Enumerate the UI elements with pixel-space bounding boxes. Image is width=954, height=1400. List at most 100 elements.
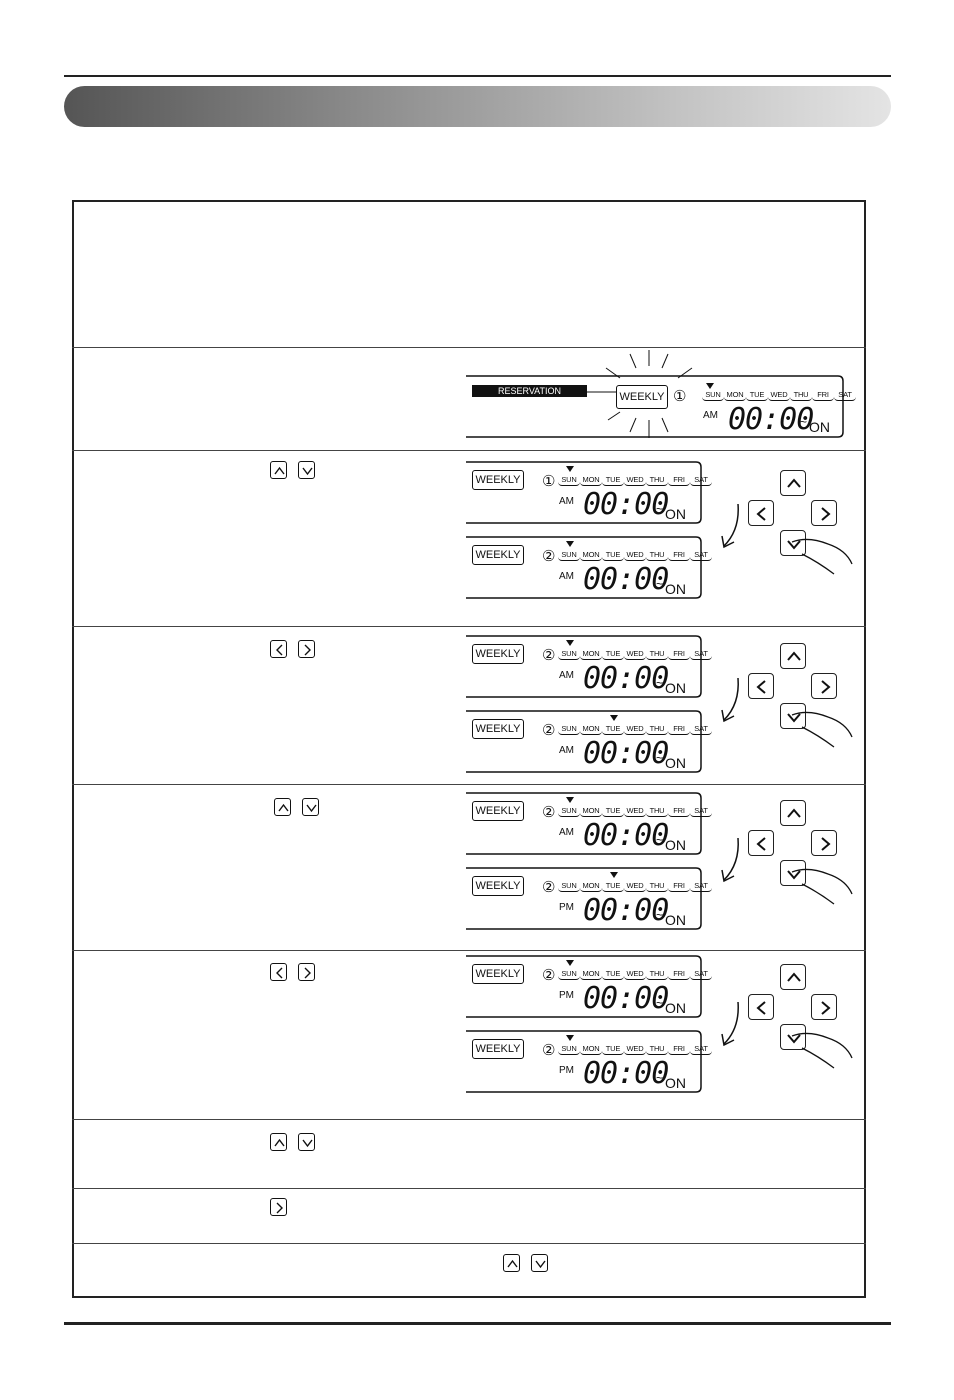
top-rule <box>64 75 891 77</box>
day-indicator <box>566 1035 574 1041</box>
left-button-icon <box>748 994 774 1020</box>
time-display: 00:00 <box>583 1056 669 1091</box>
day-indicator <box>566 466 574 472</box>
on-indicator: ON <box>665 1075 686 1091</box>
tilde: ~ <box>656 833 664 847</box>
on-indicator: ON <box>665 1000 686 1016</box>
on-indicator: ON <box>809 419 830 435</box>
time-display: 00:00 <box>583 893 669 928</box>
weekly-label: WEEKLY <box>616 385 668 409</box>
tilde: ~ <box>656 996 664 1010</box>
pointing-hand-icon <box>791 538 853 575</box>
up-button-icon <box>780 643 806 669</box>
down-button-icon <box>780 530 806 556</box>
weekly-label: WEEKLY <box>472 876 524 896</box>
am-pm-indicator: AM <box>559 670 574 681</box>
program-number: ② <box>542 647 556 664</box>
right-key-icon <box>270 1198 287 1216</box>
down-button-icon <box>780 703 806 729</box>
right-key-icon <box>298 963 315 981</box>
tilde: ~ <box>656 502 664 516</box>
curved-arrow-icon <box>721 837 739 883</box>
tilde: ~ <box>656 676 664 690</box>
am-pm-indicator: PM <box>559 902 574 913</box>
weekly-label: WEEKLY <box>472 964 524 984</box>
weekly-label: WEEKLY <box>472 545 524 565</box>
program-number: ② <box>542 548 556 565</box>
left-button-icon <box>748 830 774 856</box>
left-button-icon <box>748 673 774 699</box>
down-key-icon <box>531 1254 548 1272</box>
row-divider <box>72 450 866 451</box>
left-key-icon <box>270 963 287 981</box>
tilde: ~ <box>800 415 808 429</box>
remote-button-pad <box>748 964 868 1094</box>
weekly-label: WEEKLY <box>472 644 524 664</box>
program-number: ② <box>542 879 556 896</box>
up-button-icon <box>780 800 806 826</box>
am-pm-indicator: AM <box>559 571 574 582</box>
time-display: 00:00 <box>583 562 669 597</box>
left-button-icon <box>748 500 774 526</box>
time-display: 00:00 <box>583 981 669 1016</box>
time-display: 00:00 <box>728 402 814 437</box>
weekly-label: WEEKLY <box>472 801 524 821</box>
tilde: ~ <box>656 908 664 922</box>
am-pm-indicator: AM <box>559 827 574 838</box>
pointing-hand-icon <box>791 1032 853 1069</box>
weekly-label: WEEKLY <box>472 1039 524 1059</box>
row-divider <box>72 1119 866 1120</box>
program-number: ② <box>542 1042 556 1059</box>
am-indicator: AM <box>703 410 718 421</box>
on-indicator: ON <box>665 755 686 771</box>
day-indicator <box>566 640 574 646</box>
right-key-icon <box>298 640 315 658</box>
down-key-icon <box>302 798 319 816</box>
day-indicator <box>706 383 714 389</box>
program-number: ② <box>542 967 556 984</box>
row-divider <box>72 626 866 627</box>
program-number: ② <box>542 722 556 739</box>
up-button-icon <box>780 964 806 990</box>
down-button-icon <box>780 1024 806 1050</box>
curved-arrow-icon <box>721 503 739 549</box>
remote-button-pad <box>748 800 868 930</box>
am-pm-indicator: PM <box>559 1065 574 1076</box>
curved-arrow-icon <box>721 1001 739 1047</box>
on-indicator: ON <box>665 581 686 597</box>
day-indicator <box>610 715 618 721</box>
right-button-icon <box>811 500 837 526</box>
tilde: ~ <box>656 751 664 765</box>
am-pm-indicator: AM <box>559 496 574 507</box>
am-pm-indicator: AM <box>559 745 574 756</box>
day-indicator <box>566 541 574 547</box>
up-key-icon <box>270 1133 287 1151</box>
time-display: 00:00 <box>583 736 669 771</box>
row-divider <box>72 950 866 951</box>
row-divider <box>72 1243 866 1244</box>
row-divider <box>72 347 866 348</box>
program-number: ① <box>542 473 556 490</box>
time-display: 00:00 <box>583 487 669 522</box>
right-button-icon <box>811 673 837 699</box>
remote-button-pad <box>748 643 868 773</box>
day-indicator <box>566 960 574 966</box>
down-button-icon <box>780 860 806 886</box>
down-key-icon <box>298 461 315 479</box>
day-indicator <box>610 872 618 878</box>
instruction-table <box>72 200 866 1298</box>
section-banner <box>64 86 891 127</box>
right-button-icon <box>811 830 837 856</box>
